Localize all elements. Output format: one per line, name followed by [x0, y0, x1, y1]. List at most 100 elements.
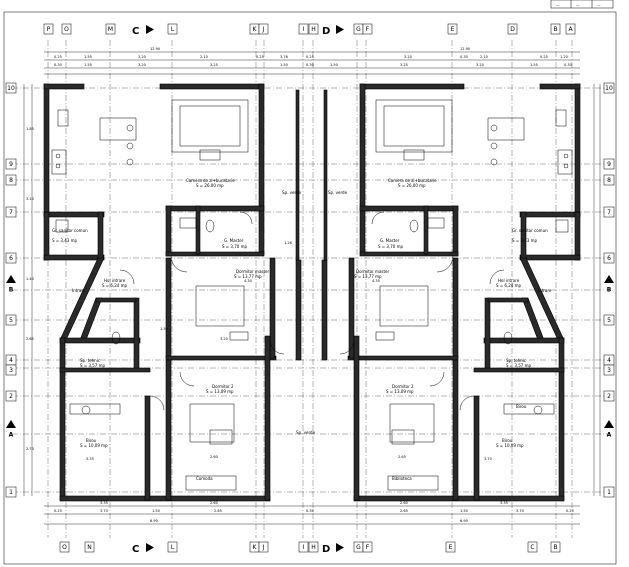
label-birou: Birou — [516, 404, 527, 409]
area-master-right: S = 13,77 mp — [354, 274, 382, 279]
area-master-bath-right: S = 3,70 mp — [378, 244, 404, 249]
inner-dim-4: 1.50 — [160, 327, 168, 331]
axis-bottom-c: C — [530, 544, 534, 551]
title-cell-1: — — [556, 3, 560, 7]
axis-right-b: B — [607, 287, 612, 294]
dim-top-8: 0.30 — [460, 55, 468, 59]
axis-top-e: E — [451, 26, 455, 33]
axis-bottom-o: O — [62, 544, 67, 551]
dim-top-0: 0.25 — [54, 55, 62, 59]
dim-top2-3: 3.25 — [210, 63, 218, 67]
door-swings — [119, 211, 505, 411]
dim-top-2: 3.20 — [138, 55, 146, 59]
area-master-bath-left: S = 3,70 mp — [222, 244, 248, 249]
dim-top-7: 3.20 — [404, 55, 412, 59]
dim-left-1: 3.10 — [26, 197, 34, 201]
dim-bottom2-2: 2.60 — [400, 501, 408, 505]
label-master-bath-left: G. Master — [224, 238, 244, 243]
area-bed2-right: S = 13,09 mp — [386, 389, 414, 394]
dim-bottom-2: 1.50 — [152, 509, 160, 513]
axis-left-4: 4 — [9, 357, 13, 364]
dim-left-0: 1.85 — [26, 127, 34, 131]
axis-left-2: 2 — [9, 393, 13, 400]
axis-bottom-e: E — [449, 544, 453, 551]
area-living-left: S = 26,00 mp — [196, 183, 224, 188]
dim-bottom2-0: 3.35 — [100, 501, 108, 505]
dim-top2-2: 3.20 — [138, 63, 146, 67]
title-block: — — — — [550, 0, 614, 9]
label-stair-left: Sp. tehnic — [80, 358, 100, 363]
room-labels: Camera de zi+bucatarie S = 26,00 mp Came… — [52, 178, 552, 481]
sheet-border — [3, 11, 617, 565]
label-bed2-left: Dormitor 2 — [212, 384, 234, 389]
axis-top-d: D — [510, 26, 515, 33]
axis-right-2: 2 — [607, 393, 611, 400]
dim-top-3: 2.10 — [200, 55, 208, 59]
axis-labels-top: P O M L K J I H G F E D B A C D — [43, 23, 576, 37]
axis-bottom-f: F — [366, 544, 370, 551]
label-sp-verde-top-left: Sp. verde — [282, 190, 302, 195]
area-living-right: S = 26,00 mp — [398, 183, 426, 188]
dim-top2-1: 1.55 — [84, 63, 92, 67]
label-hall-right: Hol intrare — [498, 278, 520, 283]
dim-top-10: 0.25 — [540, 55, 548, 59]
axis-left-b: B — [9, 287, 14, 294]
section-c-top: C — [132, 26, 139, 37]
dim-bottom-4: 0.30 — [306, 509, 314, 513]
label-bath-left: Gr. sanitar comun — [52, 228, 88, 233]
axis-bottom-i: I — [303, 544, 305, 551]
label-intrare-right: Intrare — [538, 288, 552, 293]
dim-top-6: 0.25 — [306, 55, 314, 59]
axis-top-j: J — [262, 26, 265, 33]
axis-bottom-n: N — [87, 544, 92, 551]
dim-bottom-7: 3.70 — [516, 509, 524, 513]
section-c-bottom: C — [132, 544, 139, 555]
label-master-right: Dormitor master — [356, 269, 390, 274]
label-living-left: Camera de zi+bucatarie — [186, 178, 235, 183]
axis-right-6: 6 — [607, 255, 611, 262]
area-stair-left: S = 3,57 mp — [80, 363, 106, 368]
axis-top-k: K — [253, 26, 258, 33]
dim-top-11: 1.20 — [560, 55, 568, 59]
dimension-lines-top: 12.90 12.90 0.25 1.55 3.20 2.10 0.25 3.7… — [44, 47, 580, 75]
axis-right-4: 4 — [607, 357, 611, 364]
label-bed2-right: Dormitor 2 — [392, 384, 414, 389]
label-hall-left: Hol intrare — [104, 278, 126, 283]
inner-dim-5: 2.65 — [398, 455, 406, 459]
dim-top2-8: 3.20 — [476, 63, 484, 67]
walls — [43, 83, 581, 502]
label-sp-verde-bottom: Sp. verde — [296, 430, 316, 435]
axis-right-1: 1 — [607, 489, 611, 496]
area-hall-right: S = 6,24 mp — [496, 283, 522, 288]
axis-top-i: I — [303, 26, 305, 33]
dim-top2-4: 1.50 — [280, 63, 288, 67]
axis-right-8: 8 — [607, 177, 611, 184]
dim-top-9: 2.10 — [480, 55, 488, 59]
dim-left-2: 1.40 — [26, 277, 34, 281]
dim-top-total-left: 12.90 — [150, 47, 160, 51]
dim-top2-0: 0.30 — [54, 63, 62, 67]
label-sp-verde-top-right: Sp. verde — [328, 190, 348, 195]
inner-dim-8: 4.35 — [372, 279, 380, 283]
inner-dim-2: 2.60 — [210, 455, 218, 459]
area-bed2-left: S = 13,09 mp — [206, 389, 234, 394]
label-master-bath-right: G. Master — [380, 238, 400, 243]
dim-bottom-5: 2.65 — [400, 509, 408, 513]
axis-bottom-j: J — [262, 544, 265, 551]
axis-top-h: H — [311, 26, 316, 33]
furniture — [51, 99, 573, 491]
label-living-right: Camera de zi+bucatarie — [388, 178, 437, 183]
area-master-left: S = 13,77 mp — [234, 274, 262, 279]
inner-dim-0: 4.30 — [244, 279, 252, 283]
dimension-lines-left: 1.85 3.10 1.40 2.65 2.70 — [23, 84, 601, 496]
axis-left-9: 9 — [9, 161, 13, 168]
axis-top-f: F — [366, 26, 370, 33]
axis-right-3: 3 — [607, 367, 611, 374]
axis-top-p: P — [47, 26, 51, 33]
axis-right-7: 7 — [607, 209, 611, 216]
dim-bottom2-3: 3.35 — [500, 501, 508, 505]
axis-labels-bottom: O N L K J I H G F E C B C D — [59, 541, 561, 555]
dim-bottom-8: 0.25 — [566, 509, 574, 513]
label-stair-right: Sp. tehnic — [506, 358, 526, 363]
